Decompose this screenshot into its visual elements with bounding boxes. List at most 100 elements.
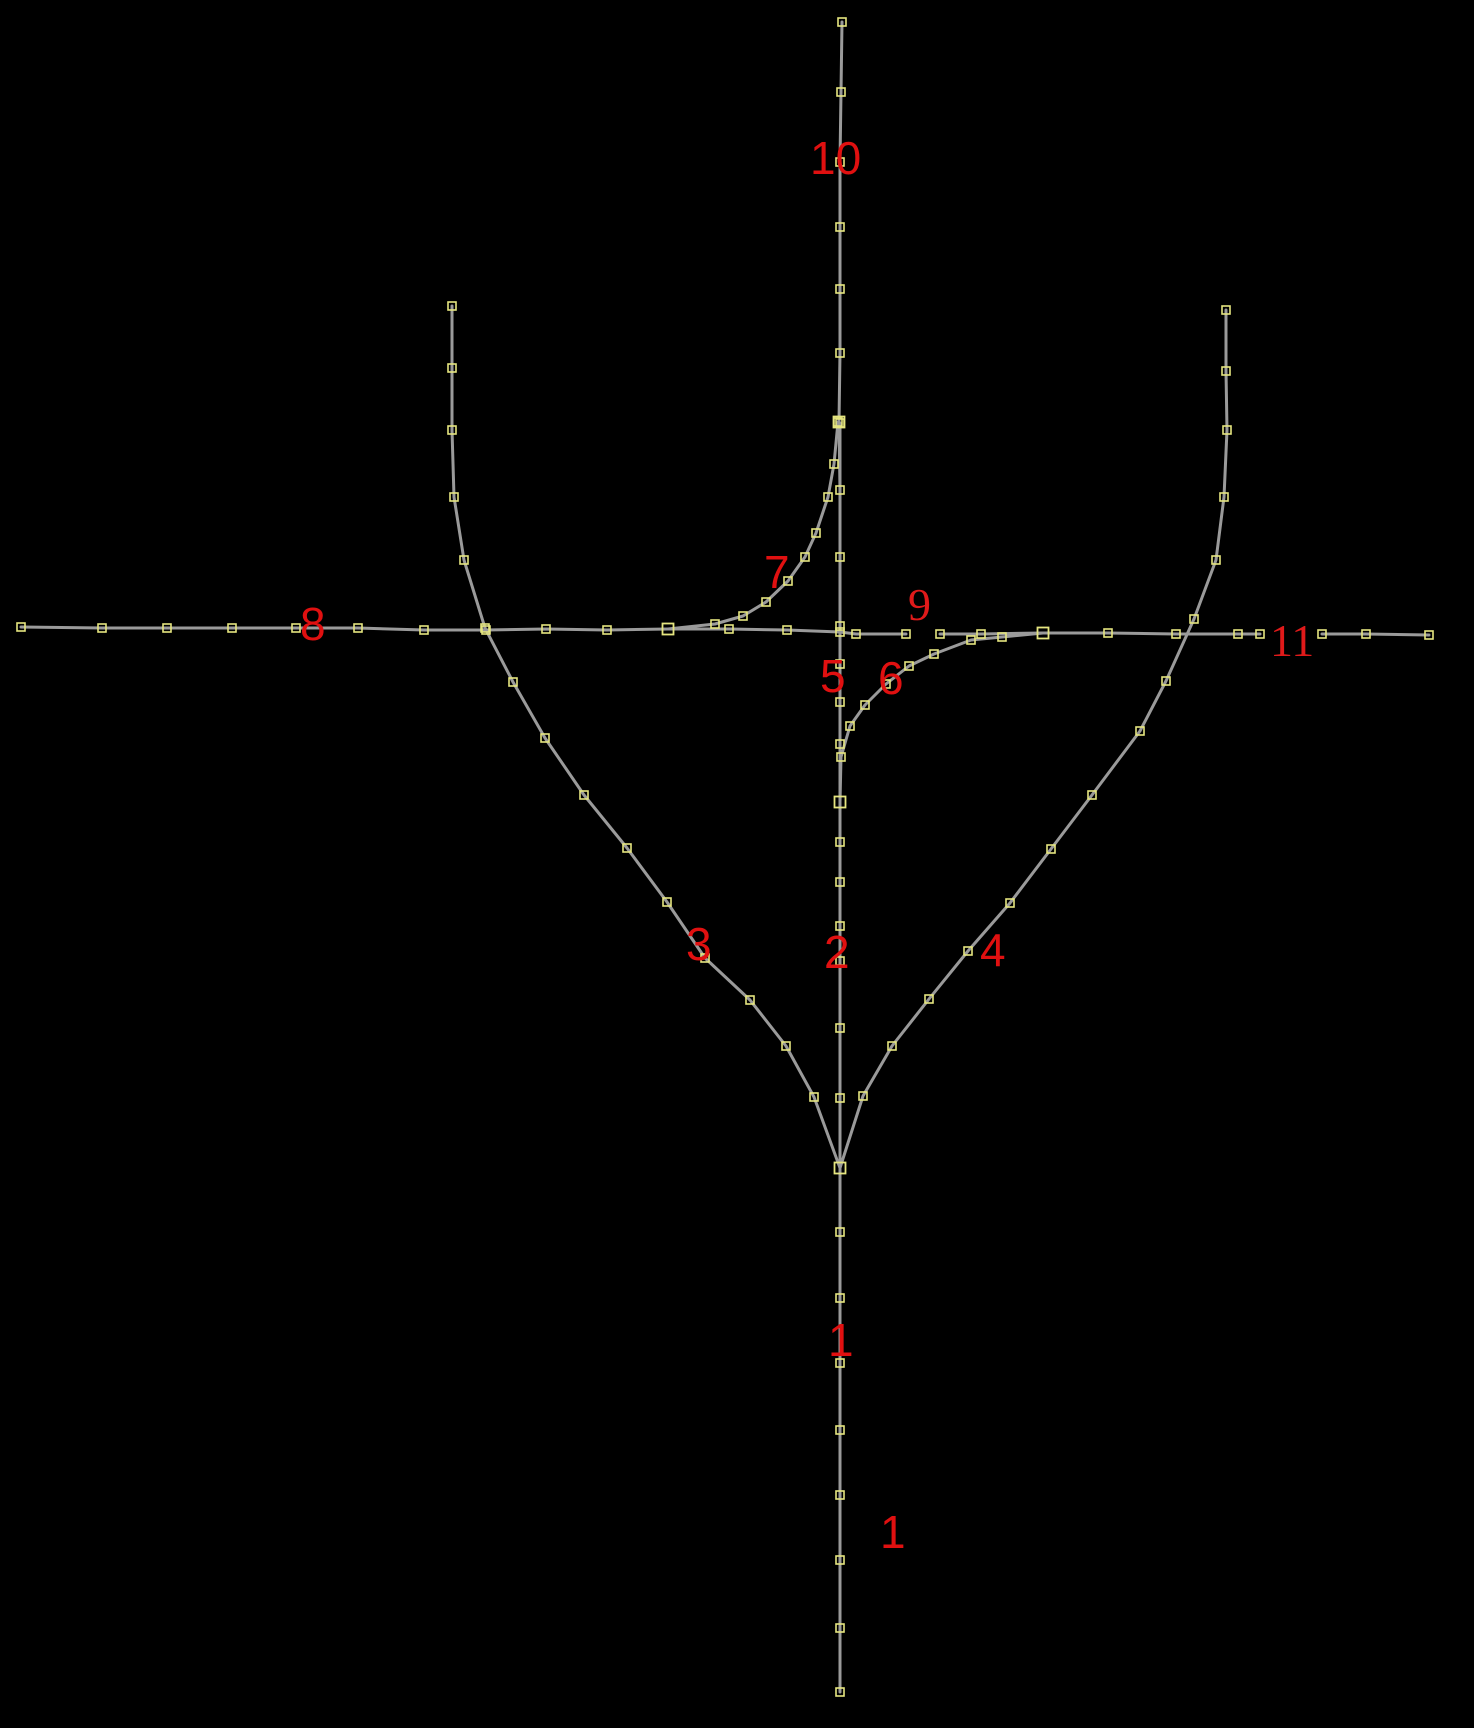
vertex-node xyxy=(835,222,845,232)
vertex-node xyxy=(835,697,845,707)
vertex-node xyxy=(835,485,845,495)
vertex-node xyxy=(835,1293,845,1303)
edge-10 xyxy=(837,20,844,492)
edge-6 xyxy=(838,631,1045,804)
vertex-node xyxy=(835,659,845,669)
vertex-node xyxy=(835,1023,845,1033)
vertex-node xyxy=(835,157,845,167)
vertex-node xyxy=(835,956,845,966)
edge-label-11: 11 xyxy=(1270,615,1314,666)
vertex-node xyxy=(579,790,589,800)
vertex-node xyxy=(835,1227,845,1237)
vertex-node xyxy=(1222,425,1232,435)
edge-label-6: 6 xyxy=(878,652,904,704)
vertex-node xyxy=(835,1358,845,1368)
vertex-node xyxy=(447,301,457,311)
edge-11 xyxy=(1320,632,1431,637)
vertex-node xyxy=(1255,629,1265,639)
node-layer xyxy=(16,17,1434,1697)
edge-label-10: 10 xyxy=(810,132,861,184)
vertex-node xyxy=(662,897,672,907)
vertex-node xyxy=(835,1623,845,1633)
edge-label-5: 5 xyxy=(820,650,846,702)
vertex-node xyxy=(929,649,939,659)
edge-3 xyxy=(483,626,842,1170)
edge-layer xyxy=(19,20,1431,1694)
vertex-node xyxy=(1424,630,1434,640)
vertex-node xyxy=(227,623,237,633)
edge-label-2: 2 xyxy=(824,926,850,978)
vertex-node xyxy=(1087,790,1097,800)
vertex-node xyxy=(761,597,771,607)
edge-label-8: 8 xyxy=(300,598,326,650)
vertex-node xyxy=(724,624,734,634)
vertex-node xyxy=(1233,629,1243,639)
vertex-node xyxy=(835,921,845,931)
vertex-node xyxy=(835,348,845,358)
edge-label-1-upper: 1 xyxy=(828,1314,854,1366)
vertex-node xyxy=(291,623,301,633)
vertex-node xyxy=(836,752,846,762)
vertex-node xyxy=(860,700,870,710)
vertex-node xyxy=(835,1425,845,1435)
vertex-node xyxy=(419,625,429,635)
edge-9 xyxy=(938,631,1262,636)
vertex-node xyxy=(800,552,810,562)
vertex-node xyxy=(710,619,720,629)
junction-node xyxy=(661,622,675,636)
vertex-node xyxy=(887,1041,897,1051)
vertex-node xyxy=(745,995,755,1005)
vertex-node xyxy=(966,635,976,645)
vertex-node xyxy=(835,1093,845,1103)
vertex-node xyxy=(481,625,491,635)
vertex-node xyxy=(835,877,845,887)
vertex-node xyxy=(1219,492,1229,502)
vertex-node xyxy=(997,632,1007,642)
vertex-node xyxy=(700,953,710,963)
vertex-node xyxy=(829,459,839,469)
junction-node xyxy=(832,415,846,429)
junction-node xyxy=(833,1161,847,1175)
vertex-node xyxy=(541,624,551,634)
vertex-node xyxy=(851,629,861,639)
vertex-node xyxy=(835,627,845,637)
edge-left-branch xyxy=(450,304,487,630)
edge-8 xyxy=(19,625,908,636)
vertex-node xyxy=(811,528,821,538)
vertex-node xyxy=(540,733,550,743)
vertex-node xyxy=(782,625,792,635)
vertex-node xyxy=(781,1041,791,1051)
vertex-node xyxy=(837,17,847,27)
vertex-node xyxy=(835,621,845,631)
vertex-node xyxy=(449,492,459,502)
vertex-node xyxy=(1135,726,1145,736)
vertex-node xyxy=(835,739,845,749)
edge-label-7: 7 xyxy=(764,546,790,598)
junction-node xyxy=(833,795,847,809)
edge-label-1-lower: 1 xyxy=(880,1506,906,1558)
edge-right-branch xyxy=(1192,308,1229,621)
vertex-node xyxy=(1189,614,1199,624)
vertex-node xyxy=(602,625,612,635)
vertex-node xyxy=(459,555,469,565)
vertex-node xyxy=(162,623,172,633)
vertex-node xyxy=(1221,305,1231,315)
vertex-node xyxy=(16,622,26,632)
vertex-node xyxy=(901,629,911,639)
vertex-node xyxy=(97,623,107,633)
vertex-node xyxy=(783,576,793,586)
vertex-node xyxy=(1046,844,1056,854)
vertex-node xyxy=(1211,555,1221,565)
vertex-node xyxy=(508,677,518,687)
vertex-node xyxy=(835,1555,845,1565)
vertex-node xyxy=(881,679,891,689)
vertex-node xyxy=(1005,898,1015,908)
edge-label-4: 4 xyxy=(980,924,1006,976)
edge-label-9: 9 xyxy=(908,579,931,630)
vertex-node xyxy=(1221,366,1231,376)
vertex-node xyxy=(1103,628,1113,638)
vertex-node xyxy=(924,994,934,1004)
junction-node xyxy=(1036,626,1050,640)
vertex-node xyxy=(835,284,845,294)
